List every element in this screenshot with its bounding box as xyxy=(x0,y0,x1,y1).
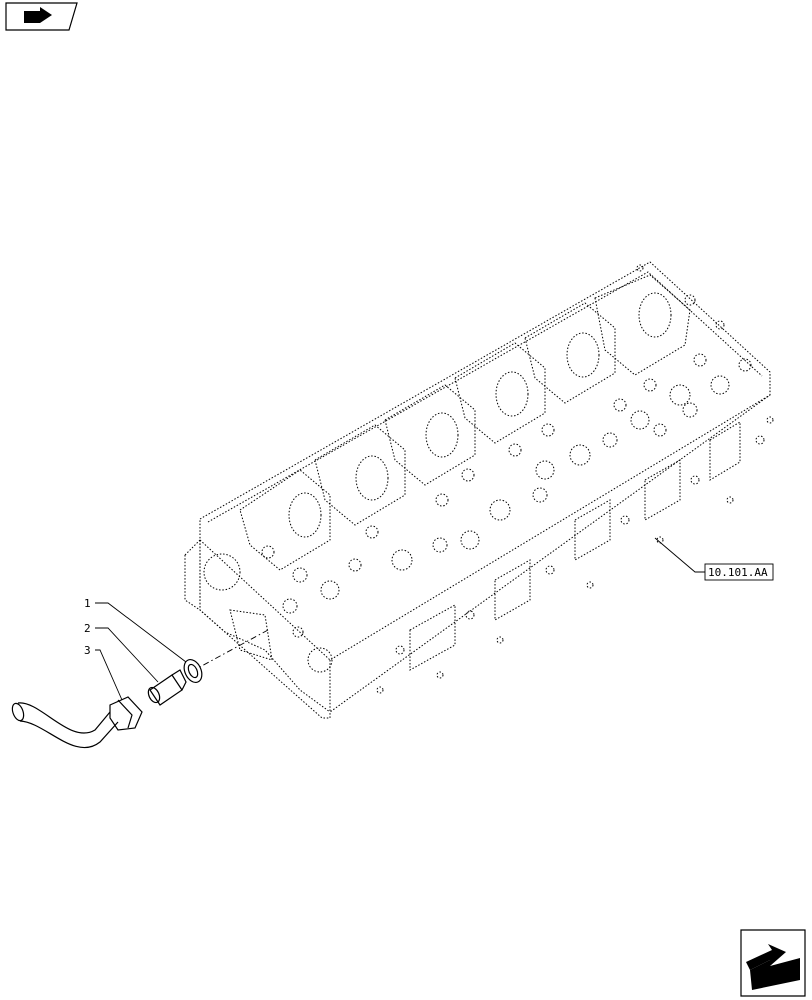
callout-3-leader xyxy=(95,649,123,701)
callout-1-leader xyxy=(95,602,187,663)
next-page-arrow-icon[interactable] xyxy=(740,929,806,997)
callout-1-number: 1 xyxy=(84,597,91,610)
sealing-washer-part xyxy=(183,659,203,683)
callout-3-number: 3 xyxy=(84,644,91,657)
adapter-fitting-part xyxy=(147,669,187,706)
reference-label-box[interactable] xyxy=(704,563,774,581)
callout-2-leader xyxy=(95,627,159,683)
reference-leader-line xyxy=(654,537,705,573)
assembly-axis-line xyxy=(197,629,269,669)
reference-code-label: 10.101.AA xyxy=(708,566,768,579)
previous-page-arrow-icon[interactable] xyxy=(5,2,78,31)
callout-2-number: 2 xyxy=(84,622,91,635)
cylinder-head-illustration xyxy=(184,261,774,719)
oil-pipe-part xyxy=(11,696,143,749)
